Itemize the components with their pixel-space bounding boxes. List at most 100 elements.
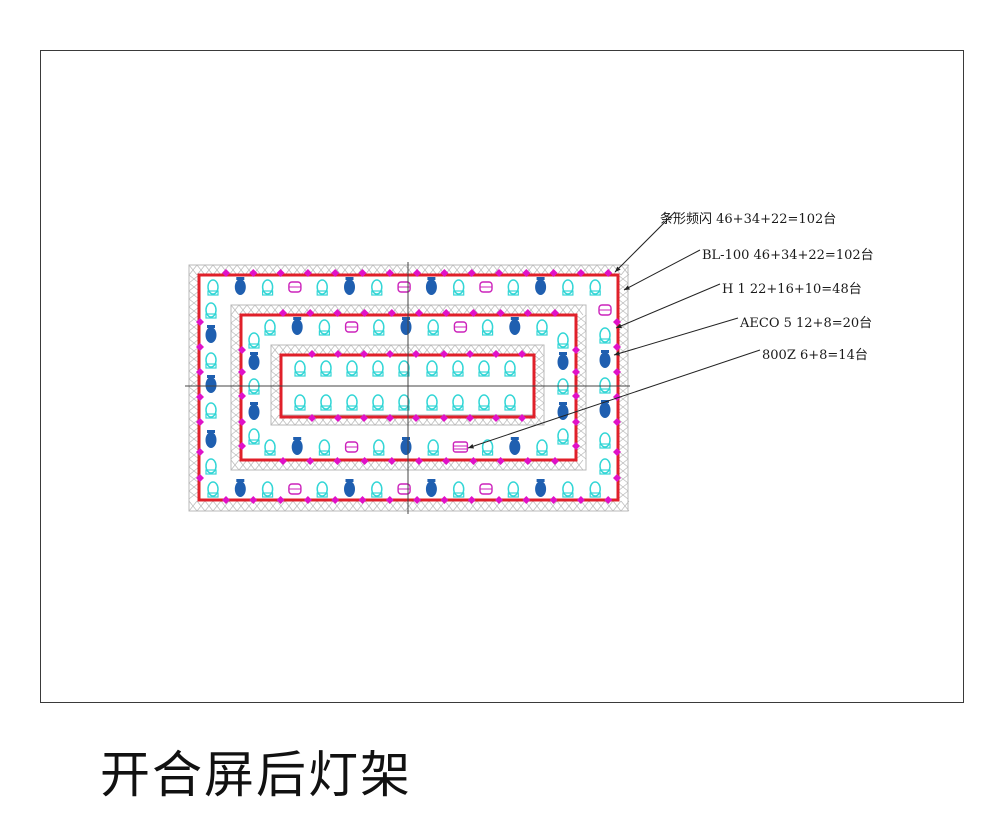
leader-arrow-icon — [616, 323, 622, 328]
strobe-diamond-icon — [466, 414, 474, 422]
strobe-diamond-icon — [276, 496, 285, 504]
strobe-diamond-icon — [308, 414, 316, 422]
bl100-fixture-icon — [507, 279, 520, 296]
bl100-fixture-icon — [452, 360, 464, 377]
bl100-fixture-icon — [261, 481, 274, 498]
strobe-diamond-icon — [523, 309, 532, 317]
bl100-fixture-icon — [452, 481, 465, 498]
aeco5-fixture-icon — [535, 479, 547, 497]
strobe-diamond-icon — [572, 368, 580, 376]
aeco5-fixture-icon — [425, 277, 437, 295]
strobe-diamond-icon — [331, 496, 340, 504]
h1-fixture-icon — [479, 281, 493, 293]
strobe-diamond-icon — [442, 309, 451, 317]
bl100-fixture-icon — [562, 481, 574, 498]
page-title: 开合屏后灯架 — [100, 746, 412, 804]
strobe-diamond-icon — [440, 350, 448, 358]
strobe-diamond-icon — [333, 309, 342, 317]
strobe-diamond-icon — [492, 414, 500, 422]
h1-fixture-icon — [288, 281, 302, 293]
bl100-fixture-icon — [478, 360, 490, 377]
leader-line — [623, 249, 701, 291]
strobe-diamond-icon — [196, 343, 204, 351]
strobe-diamond-icon — [523, 457, 532, 465]
aeco5-fixture-icon — [234, 479, 246, 497]
bl100-fixture-icon — [557, 332, 569, 349]
strobe-diamond-icon — [238, 368, 246, 376]
bl100-fixture-icon — [373, 439, 385, 456]
bl100-fixture-icon — [536, 319, 548, 336]
strobe-diamond-icon — [442, 457, 451, 465]
bl100-fixture-icon — [427, 439, 439, 456]
aeco5-fixture-icon — [599, 350, 611, 368]
bl100-fixture-icon — [481, 319, 494, 336]
strobe-diamond-icon — [576, 496, 585, 504]
aeco5-fixture-icon — [205, 375, 217, 393]
strobe-diamond-icon — [495, 269, 503, 277]
bl100-fixture-icon — [507, 481, 520, 498]
strobe-diamond-icon — [495, 496, 503, 504]
strobe-diamond-icon — [303, 496, 312, 504]
bl100-fixture-icon — [452, 279, 465, 296]
aeco5-fixture-icon — [509, 437, 521, 455]
bl100-fixture-icon — [261, 279, 274, 296]
callout-h1: H 1 22+16+10=48台 — [722, 282, 862, 297]
bl100-fixture-icon — [205, 458, 217, 475]
strobe-diamond-icon — [572, 392, 580, 400]
strobe-diamond-icon — [492, 350, 500, 358]
aeco5-fixture-icon — [248, 352, 260, 370]
callout-strip-strobe: 条形频闪 46+34+22=102台 — [660, 212, 837, 227]
h1-fixture-icon — [344, 441, 359, 453]
aeco5-fixture-icon — [234, 277, 246, 295]
bl100-fixture-icon — [599, 432, 611, 449]
strobe-diamond-icon — [222, 496, 230, 504]
aeco5-fixture-icon — [535, 277, 547, 295]
axis-layer — [185, 262, 630, 514]
bl100-fixture-icon — [264, 439, 276, 456]
bl100-fixture-icon — [599, 377, 611, 394]
strobe-diamond-icon — [196, 474, 204, 482]
strobe-diamond-icon — [518, 350, 526, 358]
bl100-fixture-icon — [373, 319, 385, 336]
bl100-fixture-icon — [557, 428, 569, 445]
strobe-diamond-icon — [196, 448, 204, 456]
bl100-fixture-icon — [294, 360, 306, 377]
aeco5-fixture-icon — [344, 277, 355, 295]
drawing-frame — [40, 50, 964, 703]
strobe-diamond-icon — [385, 269, 394, 277]
aeco5-fixture-icon — [344, 479, 355, 497]
strobe-diamond-icon — [360, 457, 369, 465]
strobe-diamond-icon — [551, 309, 559, 317]
bl100-fixture-icon — [504, 360, 516, 377]
aeco5-fixture-icon — [205, 430, 217, 448]
bl100-fixture-icon — [504, 394, 516, 411]
bl100-fixture-icon — [318, 319, 331, 336]
leader-arrow-icon — [614, 351, 620, 356]
strobe-diamond-icon — [413, 496, 422, 504]
aeco5-fixture-icon — [599, 400, 611, 418]
bl100-fixture-icon — [205, 402, 217, 419]
bl100-fixture-icon — [207, 279, 219, 296]
strobe-diamond-icon — [386, 414, 394, 422]
bl100-fixture-icon — [316, 481, 328, 498]
strobe-diamond-icon — [358, 269, 367, 277]
strobe-diamond-icon — [238, 442, 246, 450]
bl100-fixture-icon — [599, 327, 611, 344]
bl100-fixture-icon — [346, 394, 358, 411]
aeco5-fixture-icon — [509, 317, 521, 335]
strobe-diamond-icon — [196, 418, 204, 426]
strobe-diamond-icon — [360, 309, 369, 317]
bl100-fixture-icon — [398, 360, 410, 377]
leader-line — [467, 349, 761, 449]
strobe-diamond-icon — [496, 457, 505, 465]
leader-arrow-icon — [615, 266, 621, 272]
strobe-diamond-icon — [279, 457, 287, 465]
aeco5-fixture-icon — [557, 402, 569, 420]
bl100-fixture-icon — [481, 439, 494, 456]
strobe-diamond-icon — [238, 418, 246, 426]
strobe-diamond-icon — [334, 350, 342, 358]
strobe-diamond-icon — [551, 457, 559, 465]
truss-outer — [188, 264, 630, 512]
truss-layer — [188, 264, 630, 512]
